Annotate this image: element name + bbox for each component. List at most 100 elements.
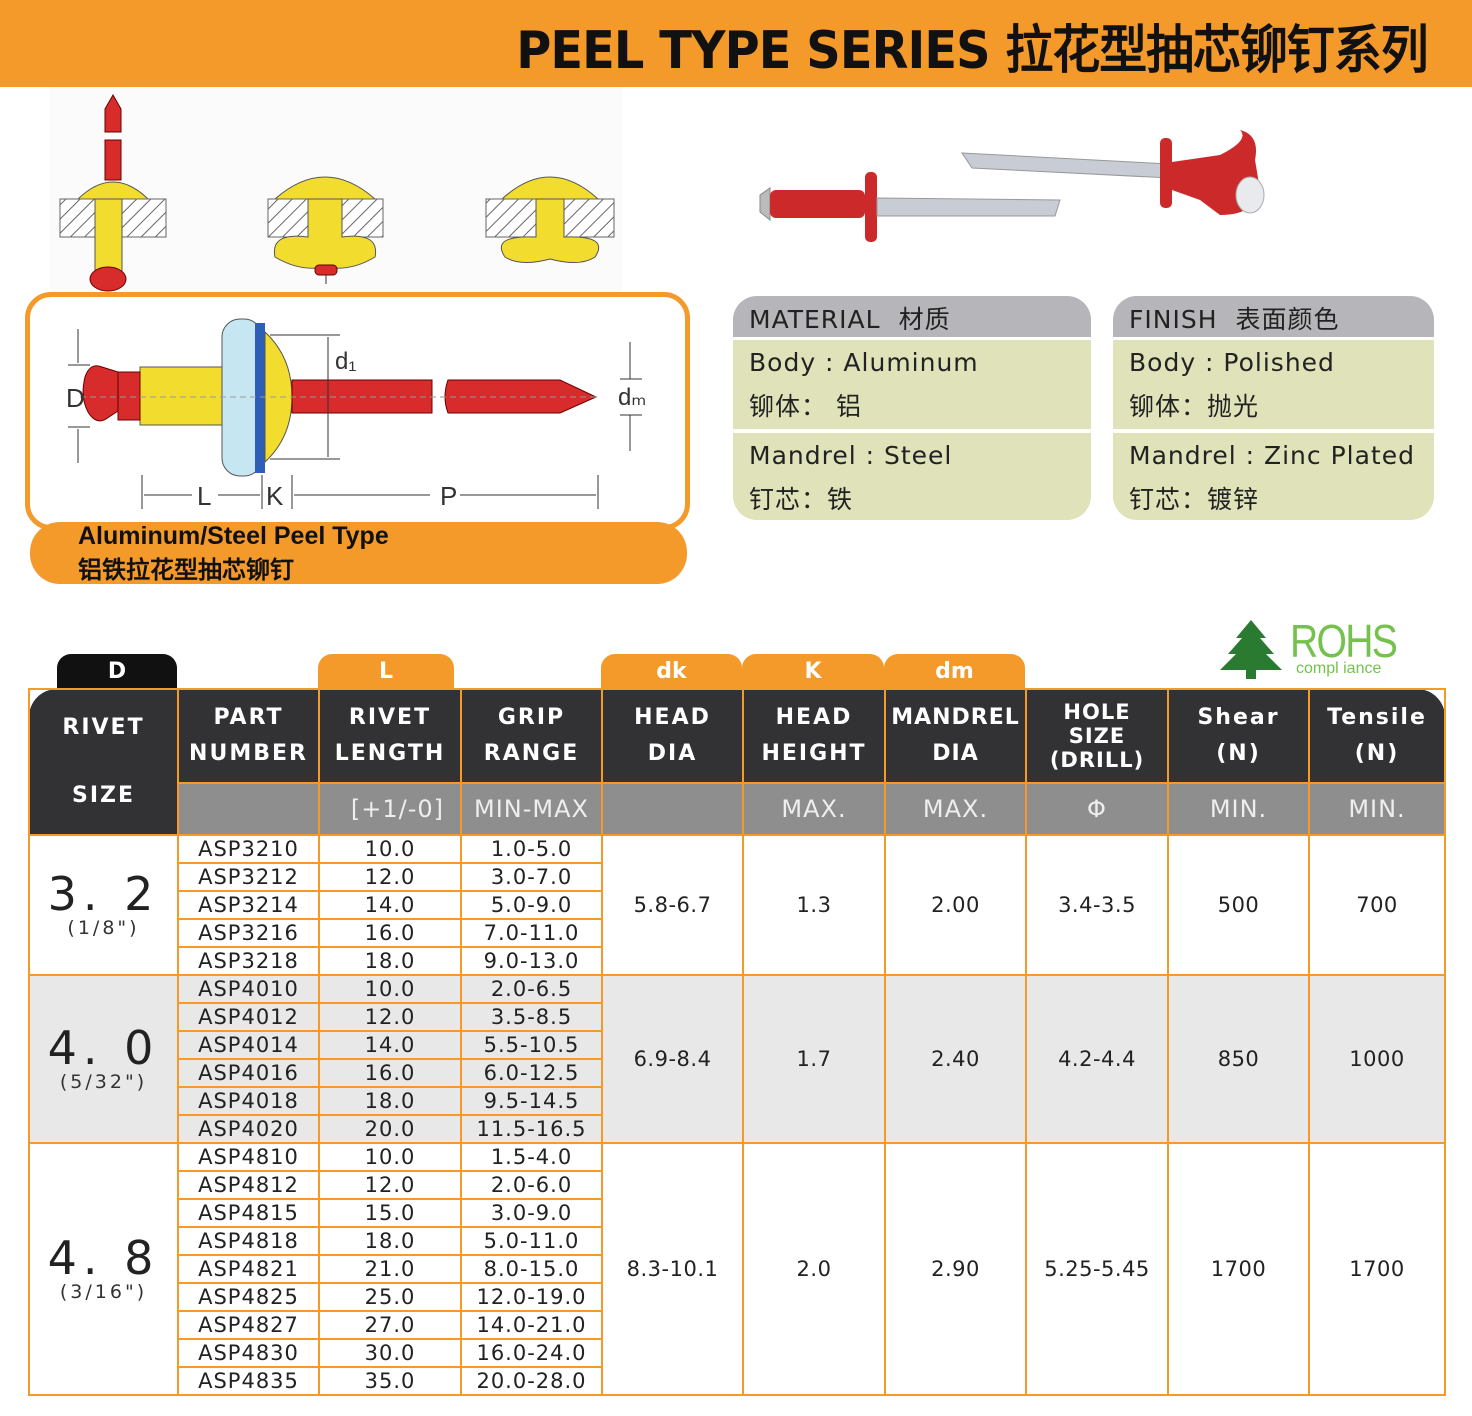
- hole-size-cell: 4.2-4.4: [1025, 974, 1169, 1144]
- svg-text:L: L: [197, 481, 211, 511]
- material-heading-en: MATERIAL: [749, 305, 881, 334]
- header-text: (N): [1354, 741, 1400, 766]
- rivet-length-cell: 16.0: [318, 1058, 462, 1088]
- rivet-length-cell: 30.0: [318, 1338, 462, 1368]
- rivet-length-cell: 15.0: [318, 1198, 462, 1228]
- part-number-cell: ASP3214: [177, 890, 320, 920]
- grip-range-cell: 16.0-24.0: [460, 1338, 603, 1368]
- head-height-cell: 1.7: [742, 974, 886, 1144]
- header-text: HEAD: [634, 705, 711, 730]
- finish-heading-en: FINISH: [1129, 305, 1218, 334]
- finish-heading-cn: 表面颜色: [1235, 305, 1340, 334]
- tree-icon: [1220, 620, 1282, 679]
- rivet-length-cell: 10.0: [318, 834, 462, 864]
- material-mandrel-cn: 钉芯：铁: [749, 485, 854, 514]
- rivet-length-cell: 14.0: [318, 890, 462, 920]
- grip-range-cell: 1.5-4.0: [460, 1142, 603, 1172]
- material-mandrel-group: Mandrel : Steel 钉芯：铁: [733, 429, 1091, 518]
- grip-range-cell: 20.0-28.0: [460, 1366, 603, 1396]
- rohs-word: ROHS: [1290, 615, 1398, 667]
- svg-text:dₘ: dₘ: [618, 384, 646, 411]
- caption-chinese: 铝铁拉花型抽芯铆钉: [78, 556, 294, 584]
- diagram-caption: Aluminum/Steel Peel Type 铝铁拉花型抽芯铆钉: [30, 522, 687, 584]
- title-bar: PEEL TYPE SERIES 拉花型抽芯铆钉系列: [0, 0, 1472, 87]
- rivet-length-cell: 12.0: [318, 862, 462, 892]
- svg-text:K: K: [266, 481, 284, 511]
- subheader-tensile: MIN.: [1308, 782, 1446, 836]
- tensile-cell: 1700: [1308, 1142, 1446, 1396]
- rivet-size-fraction: (1/8"): [67, 917, 140, 939]
- header-rivet-size-line1: RIVET: [62, 715, 145, 740]
- finish-card: FINISH 表面颜色 Body : Polished 铆体：抛光 Mandrel…: [1113, 296, 1434, 520]
- part-number-cell: ASP4815: [177, 1198, 320, 1228]
- subheader-head-height: MAX.: [742, 782, 886, 836]
- material-mandrel-en: Mandrel : Steel: [749, 441, 953, 470]
- rivet-length-cell: 12.0: [318, 1170, 462, 1200]
- header-text: DIA: [932, 741, 979, 766]
- rivet-length-cell: 18.0: [318, 1086, 462, 1116]
- subheader-hole-size: Φ: [1025, 782, 1169, 836]
- header-text: Shear: [1197, 705, 1280, 730]
- header-text: PART: [213, 705, 284, 730]
- tensile-cell: 700: [1308, 834, 1446, 976]
- grip-range-cell: 5.0-9.0: [460, 890, 603, 920]
- finish-body-group: Body : Polished 铆体：抛光: [1113, 340, 1434, 429]
- finish-mandrel-group: Mandrel : Zinc Plated 钉芯：镀锌: [1113, 429, 1434, 518]
- part-number-cell: ASP4812: [177, 1170, 320, 1200]
- rivet-size-fraction: (5/32"): [59, 1071, 148, 1093]
- grip-range-cell: 5.0-11.0: [460, 1226, 603, 1256]
- shear-cell: 500: [1167, 834, 1310, 976]
- installation-steps-illustration: [50, 87, 622, 292]
- page-title: PEEL TYPE SERIES 拉花型抽芯铆钉系列: [516, 21, 1429, 81]
- tab-L: L: [318, 654, 454, 690]
- grip-range-cell: 3.5-8.5: [460, 1002, 603, 1032]
- finish-mandrel-en: Mandrel : Zinc Plated: [1129, 441, 1415, 470]
- header-text: (DRILL): [1049, 748, 1145, 772]
- rivet-dimension-diagram: D d₁ dₘ L K P: [25, 292, 690, 530]
- shear-cell: 1700: [1167, 1142, 1310, 1396]
- rivet-size-cell: 4. 0(5/32"): [28, 974, 179, 1144]
- tensile-cell: 1000: [1308, 974, 1446, 1144]
- part-number-cell: ASP3212: [177, 862, 320, 892]
- part-number-cell: ASP4810: [177, 1142, 320, 1172]
- subheader-head-dia: [601, 782, 744, 836]
- rivet-length-cell: 16.0: [318, 918, 462, 948]
- hole-size-cell: 3.4-3.5: [1025, 834, 1169, 976]
- header-text: MANDREL: [891, 705, 1020, 730]
- head-dia-cell: 5.8-6.7: [601, 834, 744, 976]
- part-number-cell: ASP4835: [177, 1366, 320, 1396]
- rivet-length-cell: 12.0: [318, 1002, 462, 1032]
- finish-heading: FINISH 表面颜色: [1113, 296, 1434, 340]
- rivet-length-cell: 21.0: [318, 1254, 462, 1284]
- part-number-cell: ASP4827: [177, 1310, 320, 1340]
- svg-text:d₁: d₁: [335, 348, 356, 375]
- grip-range-cell: 2.0-6.5: [460, 974, 603, 1004]
- head-height-cell: 1.3: [742, 834, 886, 976]
- part-number-cell: ASP3218: [177, 946, 320, 976]
- subheader-grip-range: MIN-MAX: [460, 782, 603, 836]
- rivet-length-cell: 25.0: [318, 1282, 462, 1312]
- rivet-length-cell: 18.0: [318, 946, 462, 976]
- part-number-cell: ASP4825: [177, 1282, 320, 1312]
- part-number-cell: ASP4012: [177, 1002, 320, 1032]
- tab-K: K: [742, 654, 884, 690]
